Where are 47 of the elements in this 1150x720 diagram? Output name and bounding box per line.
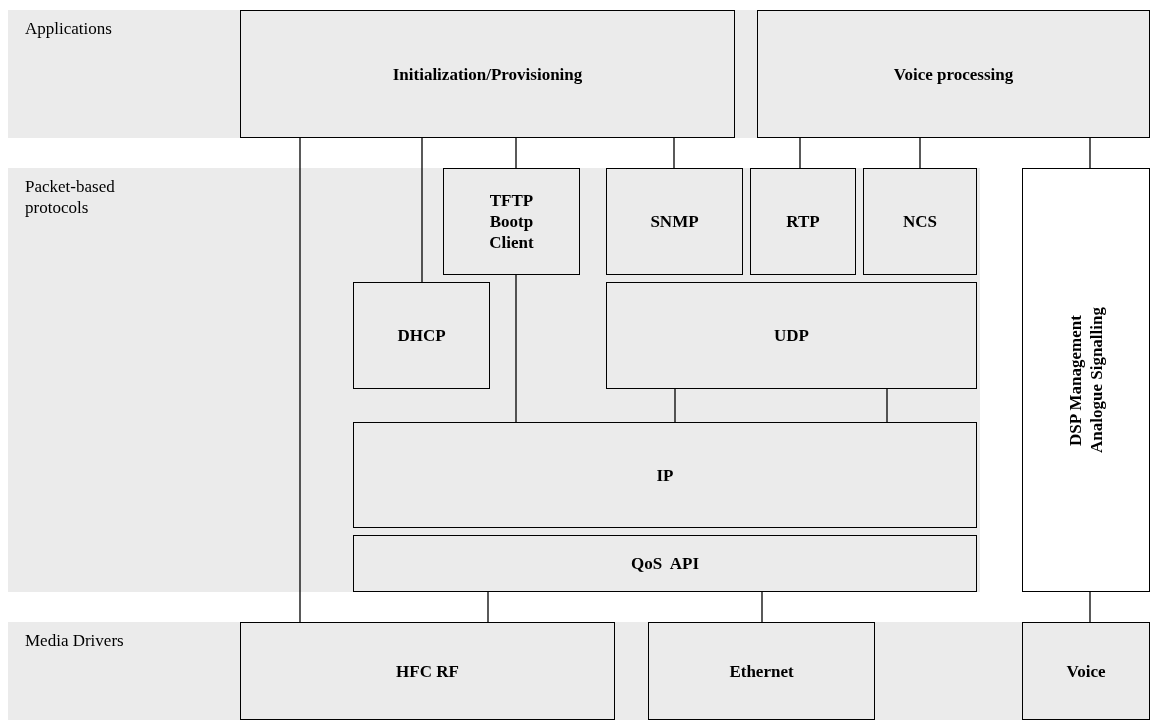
connector-line: [1089, 137, 1091, 169]
layer-label: Applications: [25, 18, 112, 39]
layer-box: [353, 422, 977, 528]
box-label: Voice: [1066, 660, 1106, 682]
box-label: SNMP: [650, 211, 699, 232]
box-label: NCS: [903, 211, 937, 232]
box-label: Initialization/Provisioning: [392, 63, 583, 85]
layer-box: [353, 282, 490, 389]
layer-label: Media Drivers: [25, 630, 124, 651]
connector-line: [761, 591, 763, 623]
connector-line: [515, 137, 517, 169]
layer-label: Packet-based protocols: [25, 176, 116, 218]
layer-box: [1022, 168, 1150, 592]
connector-line: [421, 137, 423, 283]
layer-box: [240, 10, 735, 138]
connector-line: [799, 137, 801, 169]
box-label: DHCP: [397, 325, 446, 346]
box-label: RTP: [786, 211, 820, 232]
layer-box: [750, 168, 856, 275]
box-label: QoS API: [631, 553, 699, 574]
box-label: Ethernet: [729, 660, 794, 682]
connector-line: [515, 274, 517, 423]
layer-box: [1022, 622, 1150, 720]
layer-box: [353, 535, 977, 592]
layer-band: [8, 10, 1150, 138]
layer-box: [240, 622, 615, 720]
layer-box: [863, 168, 977, 275]
box-label: UDP: [774, 325, 809, 346]
layer-box: [648, 622, 875, 720]
connector-line: [673, 137, 675, 169]
layer-box: [443, 168, 580, 275]
layer-band: [8, 168, 980, 592]
box-label: DSP Management Analogue Signalling: [1065, 306, 1107, 455]
box-label: TFTP Bootp Client: [488, 190, 535, 253]
box-label: Voice processing: [893, 63, 1014, 85]
layer-band: [8, 622, 1150, 720]
connector-line: [919, 137, 921, 169]
box-label: IP: [656, 464, 674, 486]
connector-line: [1089, 591, 1091, 623]
connector-line: [299, 137, 301, 623]
connector-line: [674, 388, 676, 423]
layer-box: [606, 168, 743, 275]
layer-box: [606, 282, 977, 389]
connector-line: [487, 591, 489, 623]
box-label: HFC RF: [396, 660, 459, 682]
connector-line: [886, 388, 888, 423]
layer-box: [757, 10, 1150, 138]
